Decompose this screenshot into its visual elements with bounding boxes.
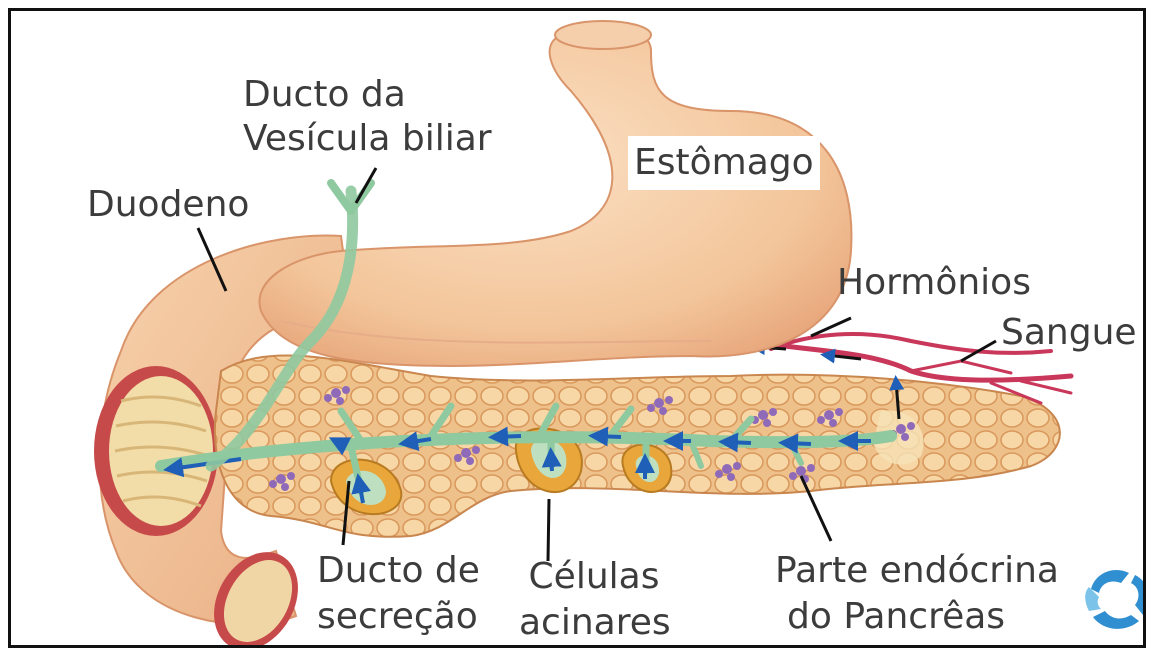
pancreas bbox=[161, 355, 1060, 536]
label-duodeno: Duodeno bbox=[87, 183, 249, 227]
label-hormonios: Hormônios bbox=[837, 261, 1031, 305]
label-estomago: Estômago bbox=[628, 136, 820, 190]
diagram-frame: Ducto da Vesícula biliar Duodeno Estômag… bbox=[8, 8, 1146, 648]
label-parte-endocrina-line1: Parte endócrina bbox=[775, 549, 1059, 593]
brand-logo-icon bbox=[1085, 570, 1143, 629]
label-ducto-secrecao-line1: Ducto de bbox=[317, 549, 480, 593]
label-ducto-vesicula-line2: Vesícula biliar bbox=[243, 117, 492, 161]
label-parte-endocrina-line2: do Pancrêas bbox=[787, 595, 1005, 639]
label-sangue: Sangue bbox=[1001, 311, 1137, 355]
label-celulas-line2: acinares bbox=[519, 601, 669, 645]
label-celulas-line1: Células bbox=[519, 555, 669, 599]
label-ducto-secrecao-line2: secreção bbox=[317, 595, 478, 639]
label-ducto-vesicula-line1: Ducto da bbox=[243, 73, 406, 117]
